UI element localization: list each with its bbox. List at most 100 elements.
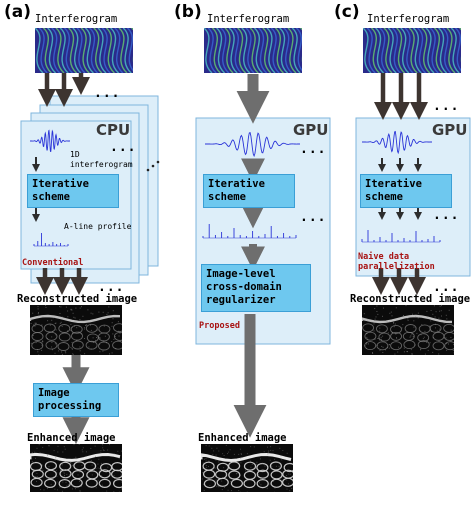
tissue-speckle: [245, 480, 247, 482]
tissue-speckle: [421, 324, 423, 326]
tissue-speckle: [452, 349, 454, 351]
tissue-speckle: [102, 447, 104, 449]
iterative-scheme-box-b: Iterative scheme: [203, 174, 295, 208]
tissue-speckle: [373, 323, 375, 325]
tissue-speckle: [427, 317, 429, 319]
tissue-speckle: [291, 469, 293, 471]
ellipsis-a-signal: ...: [110, 140, 137, 155]
tissue-speckle: [453, 344, 454, 346]
tissue-speckle: [84, 470, 86, 472]
tissue-speckle: [443, 322, 445, 324]
tissue-speckle: [95, 487, 97, 489]
tissue-speckle: [71, 485, 73, 486]
tissue-speckle: [85, 451, 87, 453]
tissue-speckle: [61, 464, 63, 466]
tissue-speckle: [439, 328, 441, 330]
tissue-speckle: [36, 476, 38, 478]
fringe-line: [375, 28, 385, 73]
tissue-speckle: [271, 468, 273, 470]
tissue-speckle: [367, 319, 368, 321]
tissue-speckle: [422, 338, 424, 340]
tissue-speckle: [90, 324, 91, 326]
tissue-speckle: [53, 476, 55, 478]
tissue-speckle: [379, 339, 381, 341]
tissue-speckle: [78, 331, 80, 333]
tissue-speckle: [227, 453, 228, 455]
tissue-speckle: [420, 334, 422, 336]
tissue-speckle: [255, 463, 257, 465]
tissue-speckle: [424, 353, 426, 355]
tissue-speckle: [92, 337, 94, 339]
enhanced-image-b: [201, 444, 293, 492]
tissue-speckle: [30, 323, 32, 324]
fringe-line: [68, 28, 78, 73]
tissue-speckle: [109, 444, 110, 446]
tissue-speckle: [380, 336, 382, 338]
tissue-speckle: [61, 490, 63, 492]
reconstructed-image-c: [362, 305, 454, 355]
tissue-cell: [270, 478, 283, 488]
tissue-speckle: [64, 351, 66, 353]
tissue-speckle: [88, 346, 90, 348]
tissue-speckle: [211, 447, 213, 449]
tissue-speckle: [70, 323, 72, 325]
enhanced-tissue-b: [201, 444, 293, 492]
tissue-speckle: [102, 350, 104, 352]
reconstructed-tissue-c: [362, 305, 454, 355]
tissue-speckle: [54, 316, 56, 318]
tissue-speckle: [32, 312, 34, 314]
tissue-speckle: [73, 354, 74, 355]
tissue-speckle: [79, 307, 81, 309]
tissue-speckle: [107, 312, 109, 314]
iterative-scheme-box-c: Iterative scheme: [360, 174, 452, 208]
tissue-cell: [43, 323, 56, 333]
fringe-line: [438, 28, 448, 73]
tissue-speckle: [286, 452, 288, 454]
tissue-cell: [283, 462, 293, 473]
tissue-speckle: [97, 329, 99, 331]
tissue-speckle: [70, 329, 72, 331]
tissue-speckle: [97, 479, 99, 481]
tissue-speckle: [84, 328, 85, 330]
tissue-speckle: [41, 344, 43, 346]
tissue-speckle: [57, 459, 58, 461]
tissue-speckle: [112, 333, 114, 335]
tissue-speckle: [217, 486, 219, 488]
tissue-speckle: [94, 445, 96, 447]
tissue-speckle: [75, 340, 77, 342]
tissue-speckle: [56, 472, 58, 474]
tissue-speckle: [270, 484, 272, 486]
tissue-speckle: [57, 445, 59, 447]
tissue-speckle: [37, 306, 39, 308]
tissue-speckle: [248, 468, 250, 470]
fringe-line: [442, 28, 452, 73]
panel-label-a: (a): [4, 2, 32, 22]
tissue-speckle: [95, 455, 97, 457]
tissue-speckle: [204, 458, 205, 460]
tissue-speckle: [222, 477, 223, 479]
tissue-speckle: [60, 321, 62, 323]
fringe-line: [80, 28, 90, 73]
tissue-cell: [256, 469, 269, 479]
tissue-speckle: [406, 351, 408, 352]
tissue-speckle: [429, 329, 431, 331]
tissue-speckle: [47, 477, 49, 479]
tissue-speckle: [54, 459, 56, 461]
tissue-speckle: [89, 486, 91, 487]
tissue-cell: [45, 331, 58, 341]
tissue-speckle: [282, 450, 284, 451]
tissue-speckle: [386, 347, 388, 349]
tissue-speckle: [106, 342, 107, 344]
tissue-speckle: [106, 478, 108, 480]
tissue-cell: [70, 478, 83, 488]
tissue-speckle: [430, 310, 432, 311]
tissue-speckle: [90, 348, 92, 350]
tissue-speckle: [396, 337, 398, 339]
tissue-speckle: [98, 483, 100, 485]
tissue-speckle: [246, 453, 248, 455]
tissue-speckle: [391, 315, 393, 317]
tissue-cell: [113, 323, 122, 333]
tissue-speckle: [45, 305, 47, 306]
interferogram-signal-c: [362, 130, 432, 155]
tissue-speckle: [289, 490, 291, 492]
